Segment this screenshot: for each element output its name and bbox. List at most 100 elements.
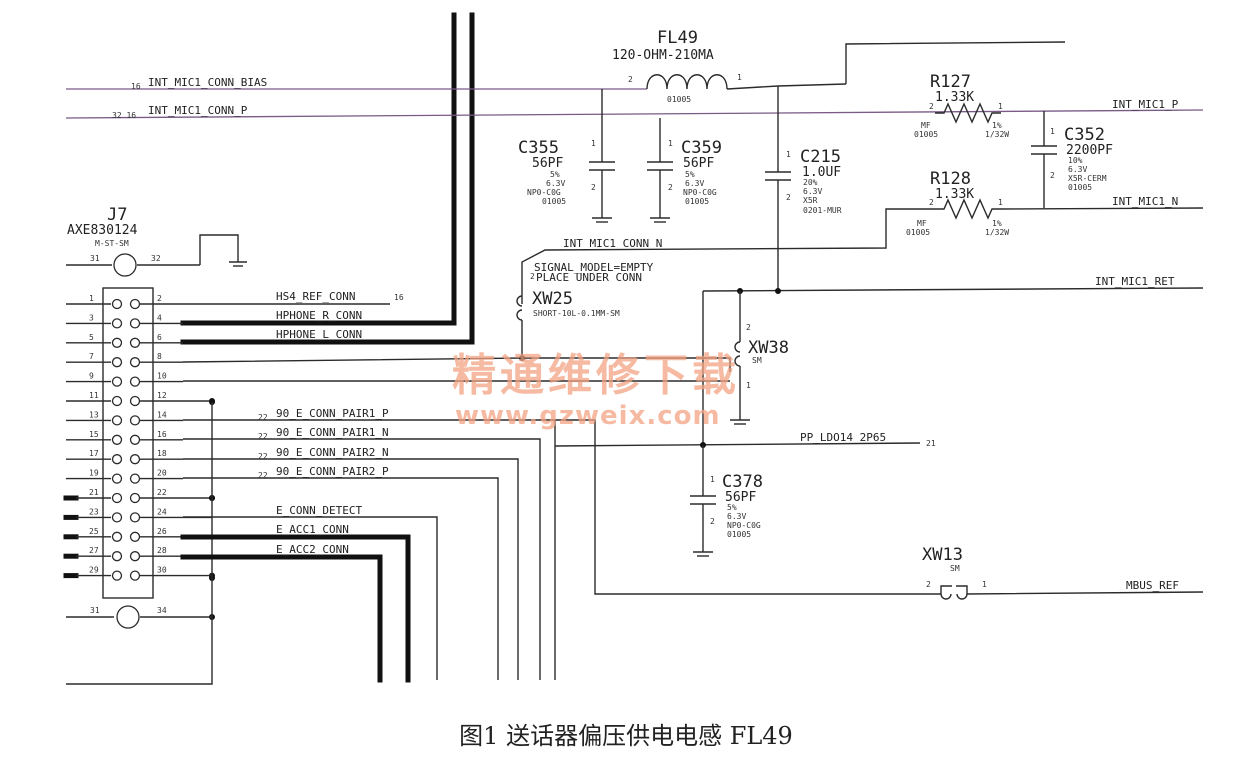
r128-ref: R128	[930, 169, 971, 189]
pin-pad	[111, 531, 123, 542]
xw13-pin2: 2	[926, 580, 931, 589]
pair2p-sheet: 22	[258, 471, 268, 480]
pair1p-sheet: 22	[258, 413, 268, 422]
pin-number-left: 13	[89, 410, 99, 419]
ret-net-label: INT_MIC1_RET	[1095, 275, 1175, 288]
pin-number-right: 24	[157, 507, 167, 516]
pin-number-right: 22	[157, 488, 167, 497]
r127-tol: 1%	[992, 121, 1002, 130]
pin-number-right: 18	[157, 449, 167, 458]
r127-pin1: 1	[998, 102, 1003, 111]
pin-pad	[111, 395, 123, 407]
hs4-net-label: HS4_REF_CONN	[276, 290, 355, 303]
c215-value: 1.0UF	[802, 165, 841, 180]
r127-power: 1/32W	[985, 130, 1009, 139]
pin-number-right: 8	[157, 352, 162, 361]
c359-pin1: 1	[668, 139, 673, 148]
conn-n-net-label: INT_MIC1_CONN_N	[563, 237, 662, 250]
c355-tol: 5%	[550, 170, 560, 179]
pin-number-left: 19	[89, 469, 99, 478]
pin-number-left: 29	[89, 566, 99, 575]
pair1p-net	[183, 419, 556, 680]
p-sheet-ref: 32 16	[112, 111, 136, 120]
pin-pad	[129, 551, 141, 562]
c359-diel: NP0-C0G	[683, 188, 717, 197]
pin-pad	[111, 551, 123, 562]
r128-pkg: 01005	[906, 228, 930, 237]
pin-pad	[111, 454, 123, 465]
fl49-pkg: 01005	[667, 95, 691, 104]
pin-pad	[129, 473, 141, 484]
xw38-sub: SM	[752, 356, 762, 365]
pin-number-right: 6	[157, 333, 162, 342]
hphone-l-net-label: HPHONE_L_CONN	[276, 328, 362, 341]
ldo-net-label: PP_LDO14_2P65	[800, 431, 886, 444]
pair2n-net	[183, 458, 519, 680]
xw38-pin1: 1	[746, 381, 751, 390]
watermark-url: www.gzweix.com	[455, 401, 721, 431]
schematic-diagram: 16 INT_MIC1_CONN_BIAS 32 16 INT_MIC1_CON…	[63, 12, 1204, 685]
r127-type: MF	[921, 121, 931, 130]
capacitor-c355: C355 56PF 5% 6.3V NP0-C0G 01005 1 2	[518, 89, 615, 223]
pin-pad	[129, 415, 141, 426]
c355-diel: NP0-C0G	[527, 188, 561, 197]
c215-tol: 20%	[803, 178, 818, 187]
c352-value: 2200PF	[1066, 143, 1113, 158]
pin-number-right: 28	[157, 546, 167, 555]
p-net-label: INT_MIC1_CONN_P	[148, 104, 248, 117]
fl49-pin1: 1	[737, 73, 742, 82]
c215-pin1: 1	[786, 150, 791, 159]
acc2-net-label: E_ACC2_CONN	[276, 543, 349, 556]
xw25-pin2: 2	[530, 272, 535, 281]
r128-tol: 1%	[992, 219, 1002, 228]
resistor-r128: R128 1.33K MF 01005 1% 1/32W 2 1	[906, 169, 1009, 237]
pin-pad	[111, 337, 123, 348]
pair1n-net	[183, 438, 541, 680]
r128-pin1: 1	[998, 198, 1003, 207]
pin-number-right: 12	[157, 391, 167, 400]
c352-pin2: 2	[1050, 171, 1055, 180]
pin-pad	[129, 492, 141, 504]
xw38-ref: XW38	[748, 338, 789, 358]
r128-pin2: 2	[929, 198, 934, 207]
pin-pad	[111, 415, 123, 426]
pin-pad	[111, 512, 123, 523]
pair2p-net	[183, 477, 499, 680]
c378-pkg: 01005	[727, 530, 751, 539]
pin-number-left: 7	[89, 352, 94, 361]
pair2n-sheet: 22	[258, 452, 268, 461]
r128-power: 1/32W	[985, 228, 1009, 237]
ldo-net	[554, 442, 921, 447]
c355-pin2: 2	[591, 183, 596, 192]
j7-mount-pin-a: 31	[90, 254, 100, 263]
pin-number-left: 27	[89, 546, 99, 555]
pin-number-right: 2	[157, 294, 162, 303]
pin-pad	[129, 337, 141, 348]
pin-number-right: 26	[157, 527, 167, 536]
pin-pad	[111, 318, 123, 329]
pin-pad	[111, 357, 123, 368]
xw13-sub: SM	[950, 564, 960, 573]
r127-value: 1.33K	[935, 90, 974, 105]
pin-pad	[111, 473, 123, 484]
junction	[775, 288, 781, 294]
pin-number-right: 16	[157, 430, 167, 439]
c352-ref: C352	[1064, 125, 1105, 145]
shorting-pad-xw38: XW38 SM 2 1	[730, 291, 789, 425]
pin-number-right: 10	[157, 372, 167, 381]
mic-n-net-label: INT_MIC1_N	[1112, 195, 1178, 208]
ret-net	[702, 287, 1204, 292]
connector-pin-row: 27 28	[63, 546, 183, 562]
c352-pkg: 01005	[1068, 183, 1092, 192]
c378-pin1: 1	[710, 475, 715, 484]
pin-number-right: 4	[157, 313, 162, 322]
c215-pkg: 0201-MUR	[803, 206, 842, 215]
shorting-pad-xw25: SIGNAL_MODEL=EMPTY PLACE UNDER CONN 2 XW…	[516, 261, 654, 361]
pin-pad	[111, 570, 123, 581]
pin-number-left: 1	[89, 294, 94, 303]
pin-number-left: 25	[89, 527, 99, 536]
bias-net-label: INT_MIC1_CONN_BIAS	[148, 76, 267, 89]
c355-value: 56PF	[532, 156, 563, 171]
